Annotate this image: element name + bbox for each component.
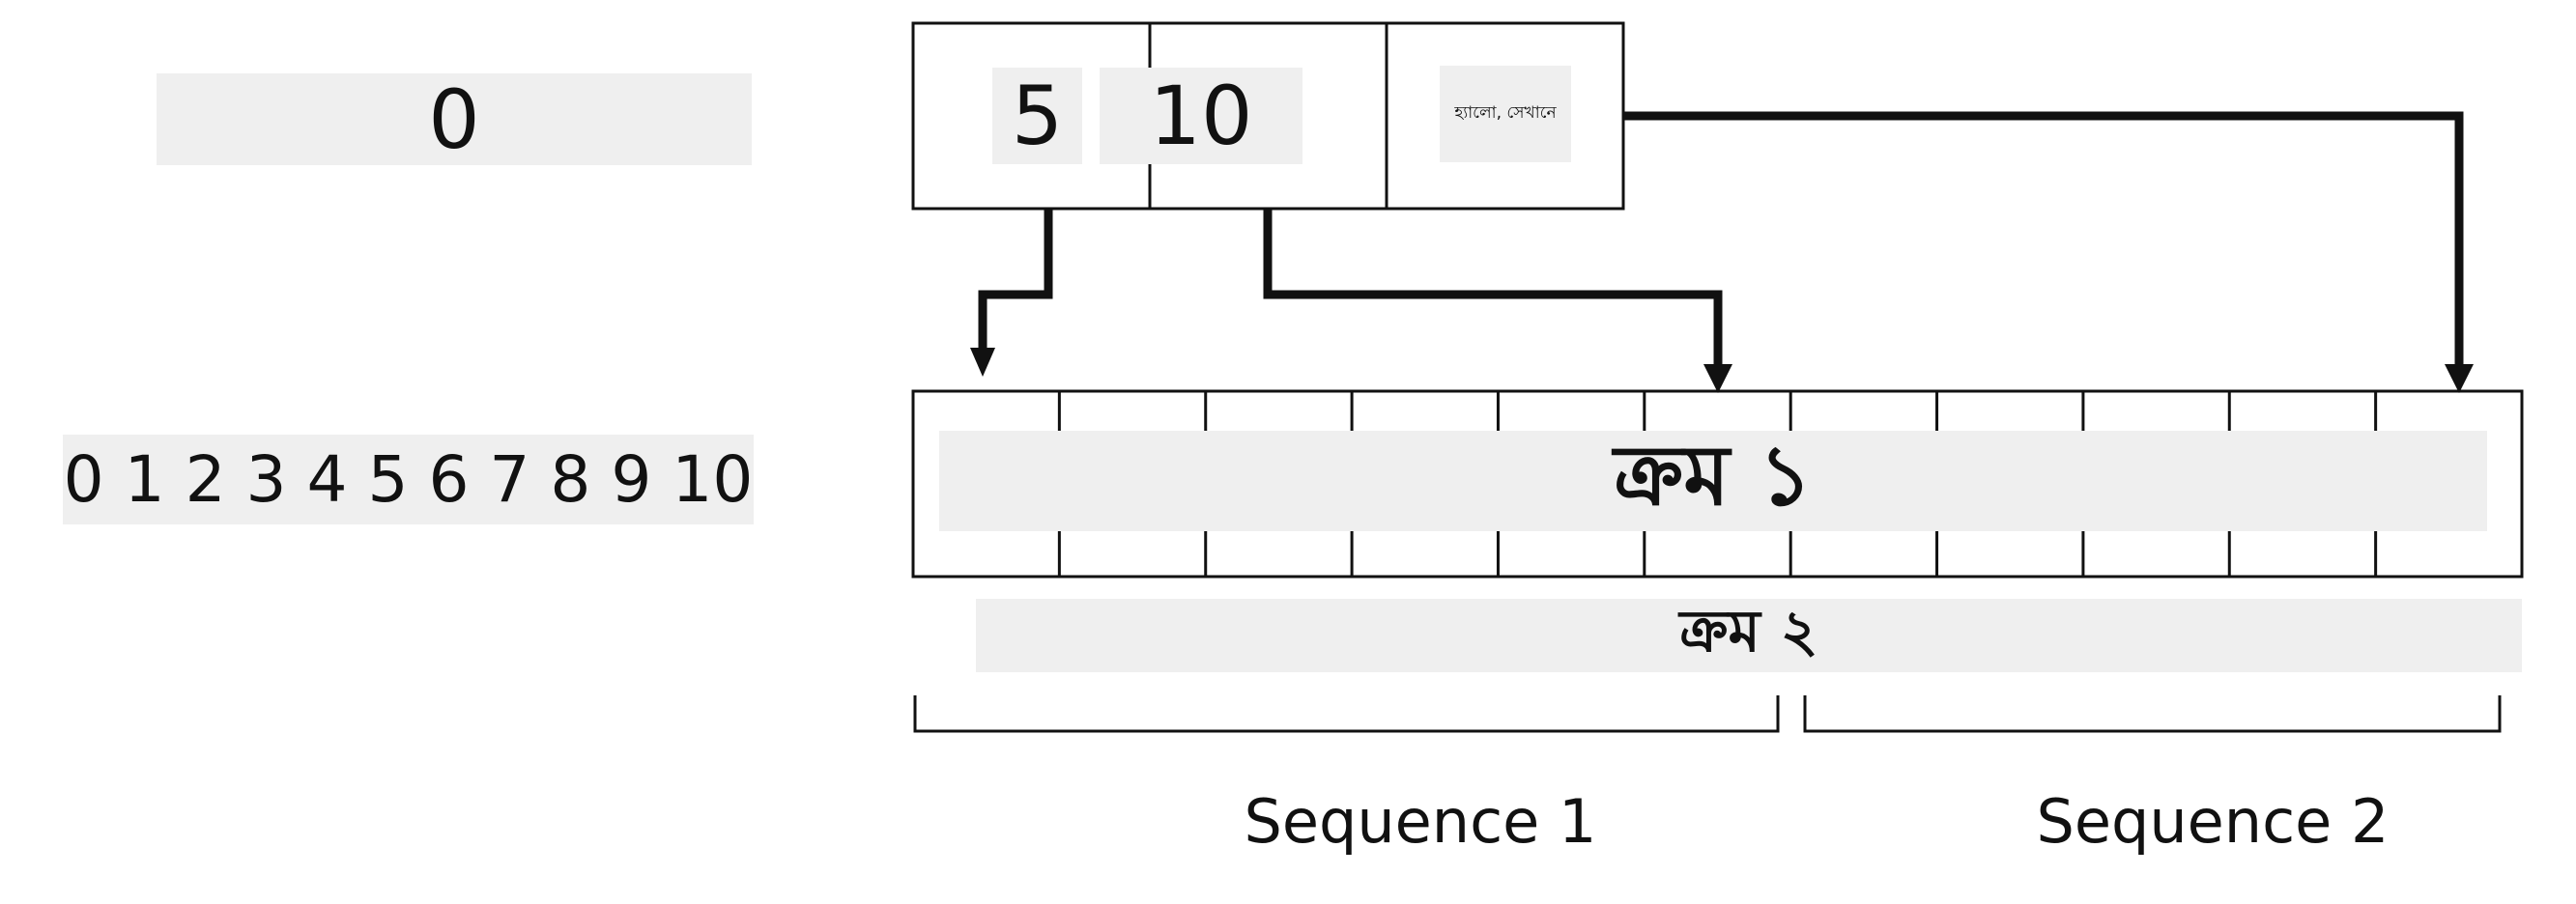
start-value-label: 0 — [157, 72, 752, 167]
sequence-1-bracket — [913, 695, 1780, 733]
string-arrow-line — [1623, 111, 2464, 367]
index-row-label: 0 1 2 3 4 5 6 7 8 9 10 — [63, 435, 754, 524]
buffer-label: ক্রম ১ — [939, 428, 2487, 531]
offset-arrow-head — [970, 348, 995, 377]
sequence-2-bracket — [1803, 695, 2502, 733]
second-sequence-label: ক্রম ২ — [976, 598, 2522, 672]
sequence-1-label: Sequence 1 — [1244, 785, 1597, 857]
offset-value: 5 — [992, 68, 1082, 164]
string-arrow-head — [2445, 364, 2474, 393]
length-arrow-head — [1703, 364, 1732, 393]
string-value: হ্যালো, সেখানে — [1440, 66, 1571, 162]
offset-arrow-line — [978, 209, 1053, 350]
sequence-2-label: Sequence 2 — [2036, 785, 2390, 857]
length-value: 10 — [1100, 68, 1302, 164]
length-arrow-line — [1263, 209, 1723, 367]
